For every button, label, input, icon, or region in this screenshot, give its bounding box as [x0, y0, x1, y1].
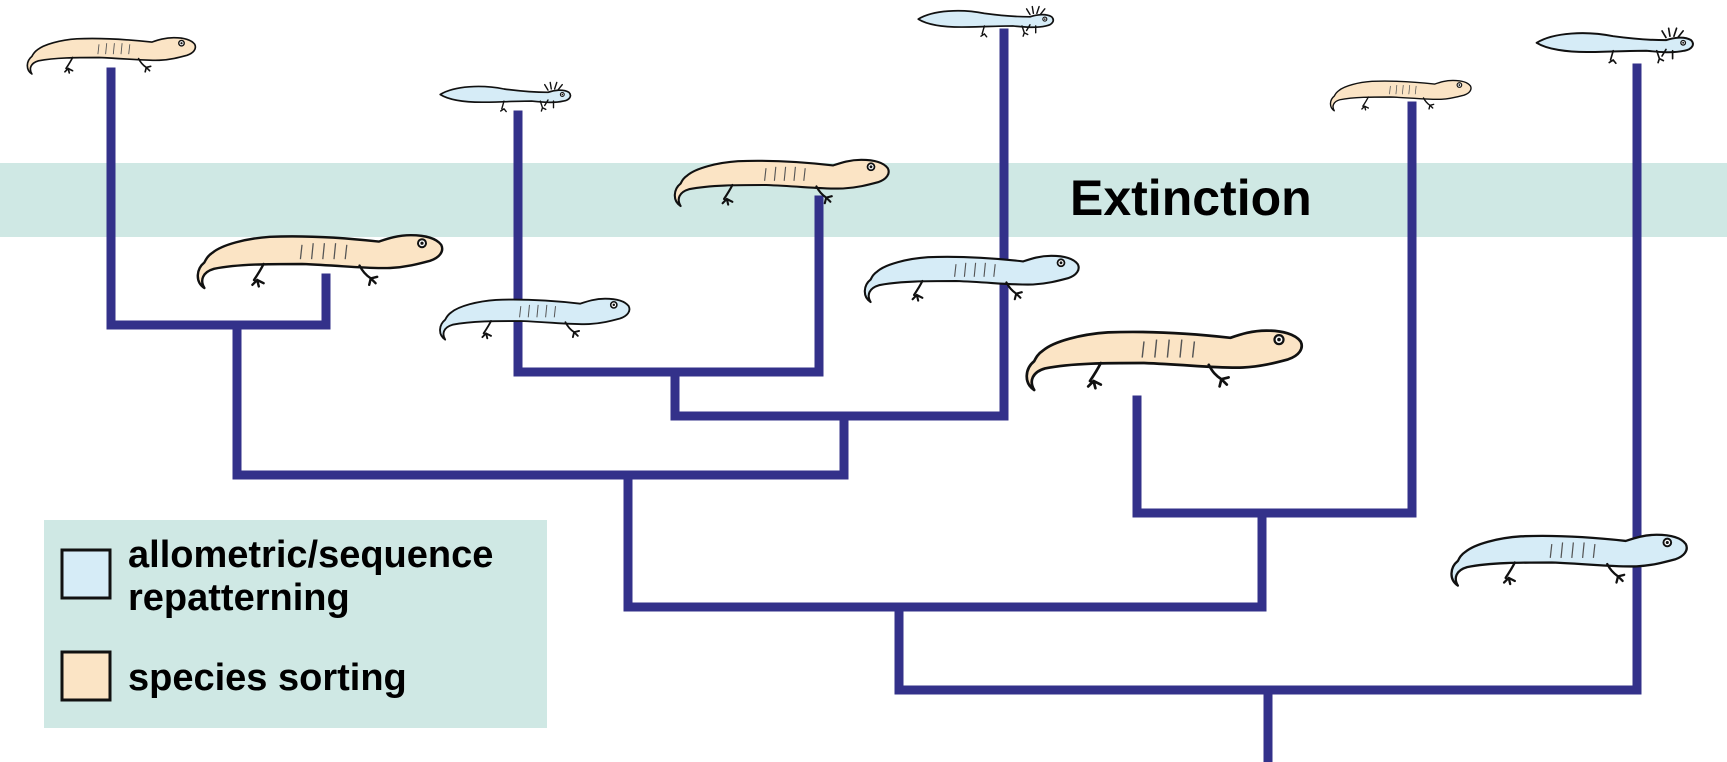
salamander-icon	[1025, 329, 1304, 392]
legend-swatch-species-sorting	[60, 650, 112, 702]
legend-label-repatterning-line2: repatterning	[128, 577, 350, 619]
phylogenetic-tree	[106, 28, 1642, 762]
salamander-icon	[1329, 79, 1472, 112]
legend-swatch-repatterning	[60, 548, 112, 600]
axolotl-icon	[1535, 27, 1694, 65]
axolotl-icon	[439, 81, 572, 113]
legend-label-repatterning-line1: allometric/sequence	[128, 534, 493, 576]
salamander-icon	[439, 297, 631, 341]
organisms	[26, 5, 1694, 587]
legend-box	[44, 520, 547, 728]
legend: allometric/sequence repatterning species…	[44, 520, 547, 728]
salamander-icon	[863, 254, 1080, 304]
salamander-icon	[1450, 533, 1688, 587]
salamander-icon	[196, 233, 444, 290]
axolotl-icon	[917, 5, 1055, 38]
legend-label-species-sorting: species sorting	[128, 657, 407, 699]
extinction-label: Extinction	[1070, 170, 1312, 226]
